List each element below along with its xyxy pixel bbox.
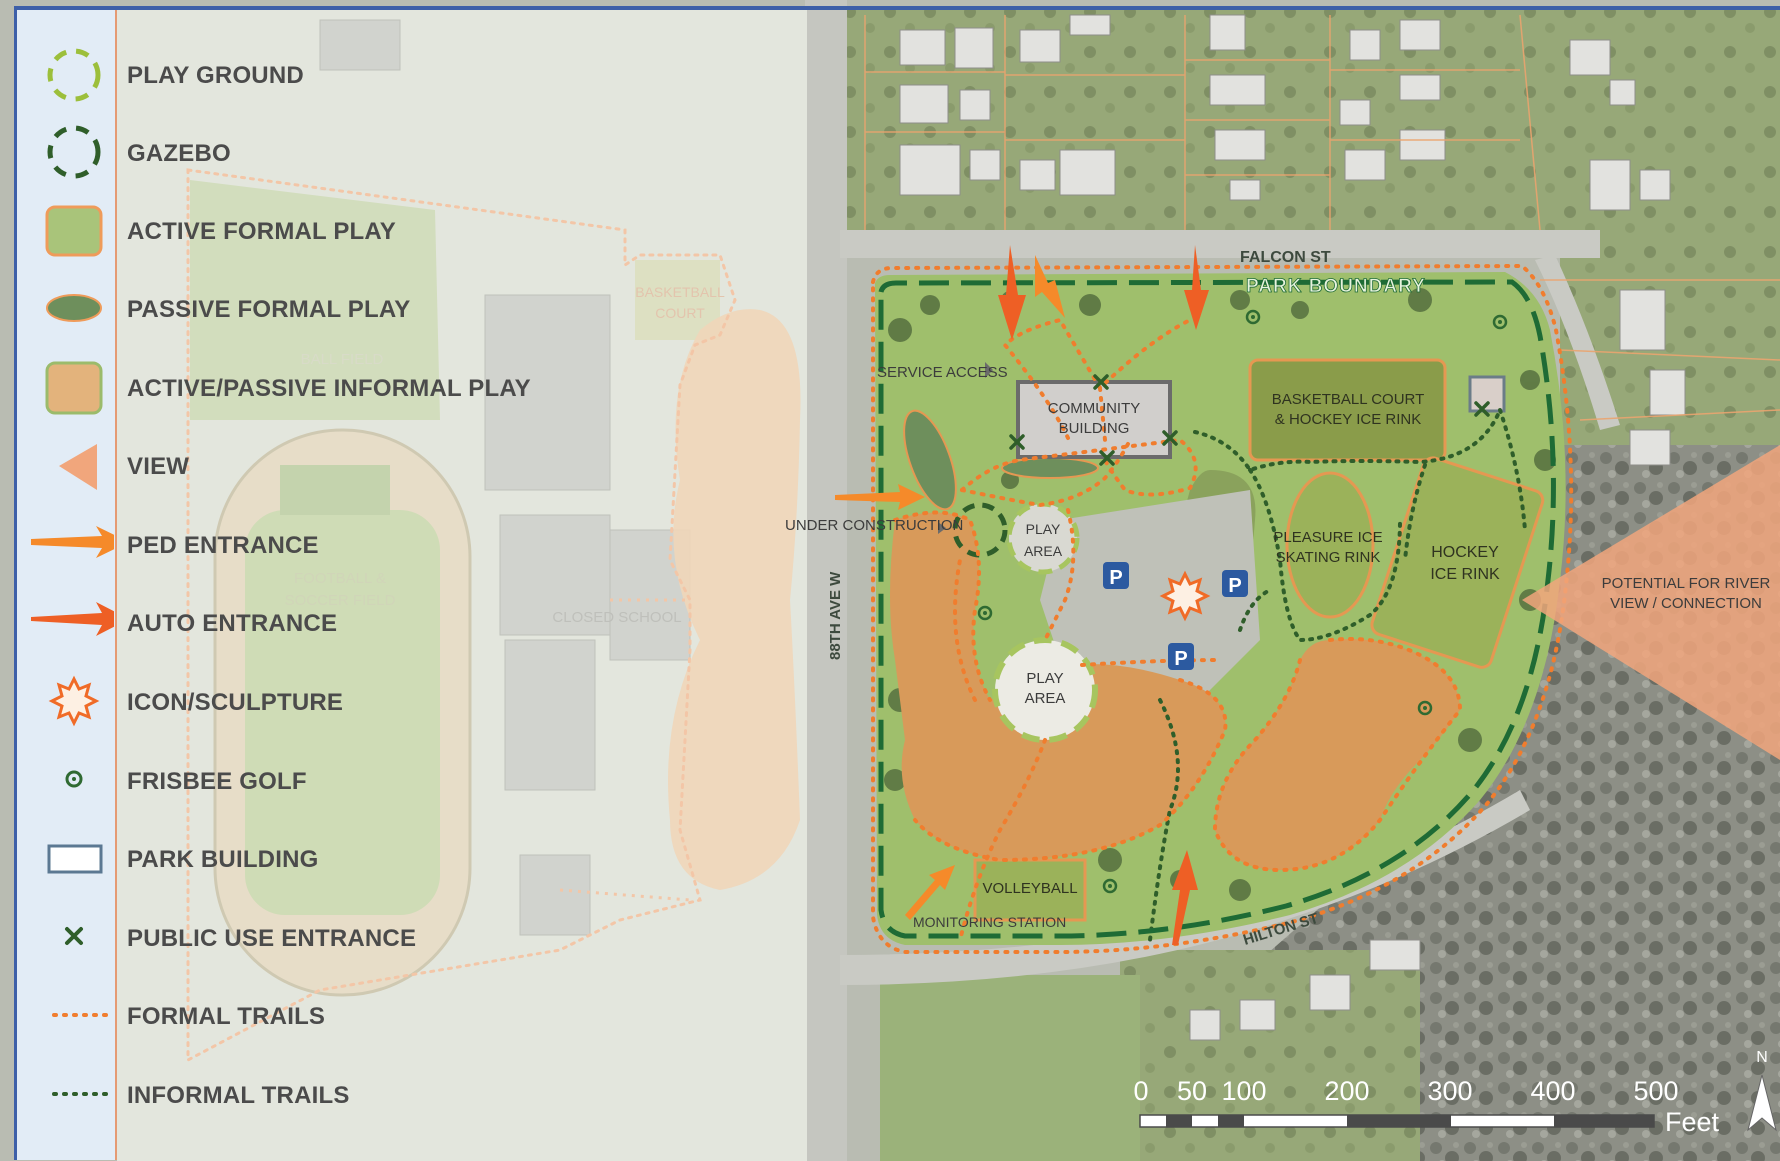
scale-unit-label: Feet	[1665, 1107, 1720, 1137]
scale-bar: 0 50 100 200 300 400 500 Feet	[1133, 1076, 1719, 1137]
parking-label: P	[1174, 648, 1187, 670]
public-entrance-x-icon	[65, 927, 83, 945]
avenue-label: 88TH AVE W	[827, 571, 844, 660]
legend-label-sculpture: ICON/SCULPTURE	[127, 689, 344, 716]
gazebo-ring-icon	[47, 125, 101, 179]
legend-label-active-formal-play: ACTIVE FORMAL PLAY	[127, 218, 396, 245]
parking-markers	[1103, 562, 1248, 670]
scale-tick-300: 300	[1427, 1076, 1472, 1106]
legend-label-informal-trails: INFORMAL TRAILS	[127, 1082, 350, 1109]
hockey-rink-label-2: ICE RINK	[1430, 566, 1500, 583]
basketball-court-label-1: BASKETBALL COURT	[1272, 391, 1425, 408]
service-access-label: SERVICE ACCESS	[877, 364, 1008, 381]
sculpture-marker	[1159, 570, 1211, 622]
community-building-label-1: COMMUNITY	[1048, 400, 1141, 417]
play-area-top-label-1: PLAY	[1026, 521, 1061, 537]
football-field-label-2: SOCCER FIELD	[285, 592, 396, 609]
basketball-court-label-2: & HOCKEY ICE RINK	[1275, 411, 1421, 428]
park-site	[835, 245, 1780, 954]
scale-tick-100: 100	[1221, 1076, 1266, 1106]
pleasure-rink-label-2: SKATING RINK	[1276, 549, 1381, 566]
legend-label-public-entrance: PUBLIC USE ENTRANCE	[127, 925, 417, 952]
legend-label-gazebo: GAZEBO	[127, 140, 231, 167]
monitoring-station-label: MONITORING STATION	[913, 914, 1066, 930]
river-view-label-2: VIEW / CONNECTION	[1610, 595, 1762, 612]
ball-field-label: BALL FIELD	[301, 351, 384, 368]
closed-school-label: CLOSED SCHOOL	[552, 609, 681, 626]
community-building-label-2: BUILDING	[1059, 420, 1130, 437]
map-labels: FALCON ST PARK BOUNDARY SERVICE ACCESS C…	[285, 249, 1771, 949]
basketball-faded-label-2: COURT	[655, 305, 705, 321]
football-field-label-1: FOOTBALL &	[294, 570, 386, 587]
pleasure-rink-label-1: PLEASURE ICE	[1273, 529, 1382, 546]
ped-entrance-arrow-icon	[31, 526, 114, 558]
play-area-label-1: PLAY	[1026, 670, 1063, 687]
scale-tick-400: 400	[1530, 1076, 1575, 1106]
park-boundary-label: PARK BOUNDARY	[1246, 276, 1426, 297]
legend-label-view: VIEW	[127, 453, 190, 480]
frisbee-golf-icon	[65, 770, 83, 788]
passive-formal-play-ellipse	[46, 294, 102, 322]
north-label: N	[1756, 1049, 1768, 1066]
legend-label-frisbee-golf: FRISBEE GOLF	[127, 768, 307, 795]
basketball-faded-label-1: BASKETBALL	[635, 284, 725, 300]
informal-play-swatch	[45, 361, 103, 415]
faded-school-area	[117, 10, 807, 1161]
legend-label-informal-play: ACTIVE/PASSIVE INFORMAL PLAY	[127, 375, 531, 402]
parking-label: P	[1109, 567, 1122, 589]
parking-label: P	[1228, 575, 1241, 597]
legend-label-auto-entrance: AUTO ENTRANCE	[127, 610, 338, 637]
river-view-label-1: POTENTIAL FOR RIVER	[1602, 575, 1771, 592]
legend-label-ped-entrance: PED ENTRANCE	[127, 532, 319, 559]
legend-symbols	[31, 48, 114, 1096]
playground-ring-icon	[47, 48, 101, 102]
scale-tick-0: 0	[1133, 1076, 1148, 1106]
scale-tick-200: 200	[1324, 1076, 1369, 1106]
sculpture-star-icon	[48, 675, 100, 727]
legend-label-playground: PLAY GROUND	[127, 62, 304, 89]
under-construction-label: UNDER CONSTRUCTION	[785, 517, 963, 534]
view-cone-icon	[59, 444, 97, 490]
scale-tick-500: 500	[1633, 1076, 1678, 1106]
legend-label-park-building: PARK BUILDING	[127, 846, 319, 873]
scale-tick-50: 50	[1177, 1076, 1207, 1106]
hockey-rink-label-1: HOCKEY	[1431, 544, 1499, 561]
legend-panel	[14, 10, 117, 1160]
park-building-icon	[47, 844, 103, 874]
legend-label-formal-trails: FORMAL TRAILS	[127, 1003, 326, 1030]
auto-entrance-arrow-icon	[31, 602, 114, 636]
legend-label-passive-formal-play: PASSIVE FORMAL PLAY	[127, 296, 411, 323]
active-formal-play-swatch	[45, 205, 103, 257]
volleyball-label: VOLLEYBALL	[982, 880, 1077, 897]
north-arrow: N	[1747, 1049, 1777, 1132]
play-area-label-2: AREA	[1025, 690, 1066, 707]
play-area-top-label-2: AREA	[1024, 543, 1063, 559]
falcon-st-label: FALCON ST	[1240, 249, 1331, 266]
